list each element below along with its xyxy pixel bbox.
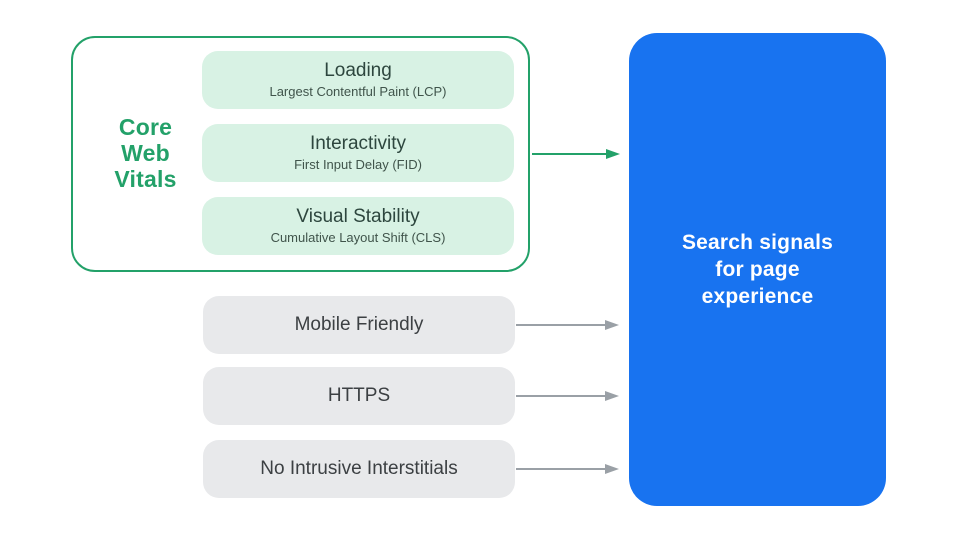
core-web-vitals-group: Core Web Vitals Loading Largest Contentf… xyxy=(71,36,530,272)
core-web-vitals-label-line: Web xyxy=(121,140,170,166)
search-signals-line: for page xyxy=(715,258,800,281)
signal-label: No Intrusive Interstitials xyxy=(260,458,458,479)
core-web-vitals-label-line: Vitals xyxy=(114,166,177,192)
search-signals-line: experience xyxy=(701,285,814,308)
arrow-shaft xyxy=(532,153,606,155)
cwv-item-title: Interactivity xyxy=(309,133,407,154)
signal-label: Mobile Friendly xyxy=(294,314,424,335)
cwv-item-subtitle: Cumulative Layout Shift (CLS) xyxy=(270,230,446,245)
arrow-head xyxy=(605,464,619,474)
cwv-item-interactivity: Interactivity First Input Delay (FID) xyxy=(202,124,514,182)
search-signals-line: Search signals xyxy=(681,231,834,254)
arrow-shaft xyxy=(516,395,605,397)
gray-arrow-icon xyxy=(516,463,619,475)
cwv-item-loading: Loading Largest Contentful Paint (LCP) xyxy=(202,51,514,109)
arrow-head xyxy=(605,391,619,401)
core-web-vitals-label-line: Core xyxy=(118,114,173,140)
search-signals-text: Search signals for page experience xyxy=(682,229,833,310)
core-web-vitals-label: Core Web Vitals xyxy=(93,114,198,192)
signal-https: HTTPS xyxy=(203,367,515,425)
gray-arrow-icon xyxy=(516,319,619,331)
search-signals-result-box: Search signals for page experience xyxy=(629,33,886,506)
gray-arrow-icon xyxy=(516,390,619,402)
signal-mobile-friendly: Mobile Friendly xyxy=(203,296,515,354)
arrow-head xyxy=(606,149,620,159)
cwv-item-title: Visual Stability xyxy=(296,206,420,227)
green-arrow-icon xyxy=(532,148,620,160)
cwv-item-visual-stability: Visual Stability Cumulative Layout Shift… xyxy=(202,197,514,255)
signal-label: HTTPS xyxy=(327,385,391,406)
arrow-head xyxy=(605,320,619,330)
signal-no-intrusive-interstitials: No Intrusive Interstitials xyxy=(203,440,515,498)
arrow-shaft xyxy=(516,324,605,326)
cwv-item-title: Loading xyxy=(324,60,392,81)
arrow-shaft xyxy=(516,468,605,470)
cwv-item-subtitle: First Input Delay (FID) xyxy=(294,157,422,172)
cwv-item-subtitle: Largest Contentful Paint (LCP) xyxy=(269,84,447,99)
